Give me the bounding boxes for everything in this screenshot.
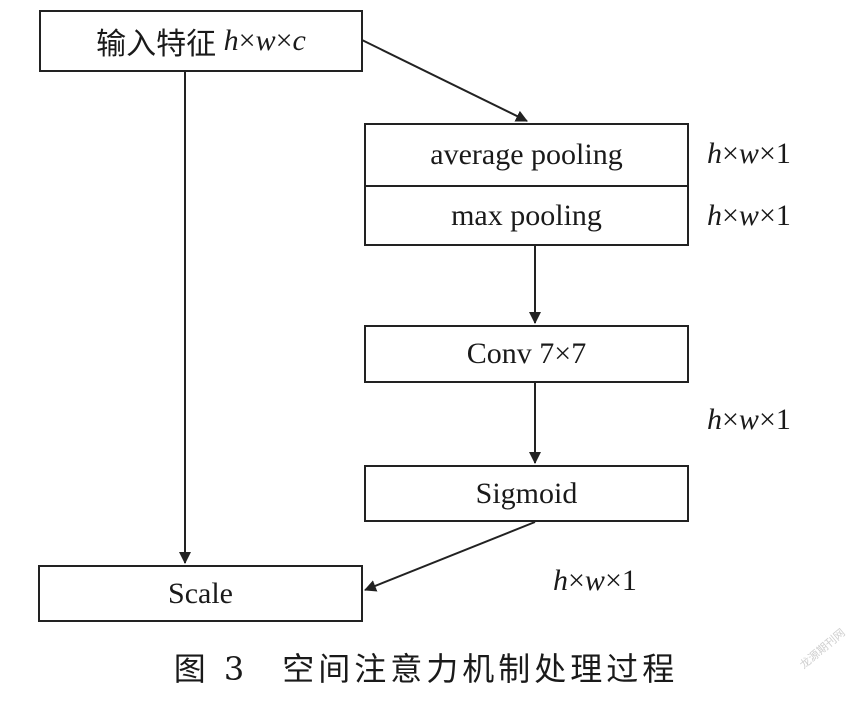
figure-number: 图 3 [173,650,249,688]
input-feature-label: 输入特征 [96,28,217,61]
dim-label-average-pooling: h×w×1 [707,137,791,170]
max-pooling-box: max pooling [364,185,689,246]
arrow-sigmoid-to-scale [364,521,536,592]
max-pooling-label: max pooling [451,198,602,232]
sigmoid-label: Sigmoid [475,476,578,510]
input-dim-times-1: × [238,24,256,57]
average-pooling-label: average pooling [430,138,623,171]
input-dim-w: w [255,24,276,57]
conv-label: Conv 7×7 [466,337,587,370]
input-dim-c: c [292,24,306,57]
scale-label: Scale [168,576,233,610]
dim-label-sigmoid-output: h×w×1 [553,564,637,597]
arrow-input-to-pooling [361,39,528,122]
sigmoid-box: Sigmoid [364,465,689,522]
average-pooling-box: average pooling [364,123,689,187]
dim-label-max-pooling: h×w×1 [707,199,791,232]
input-dim-h: h [223,24,239,57]
input-feature-box: 输入特征 h×w×c [39,10,363,72]
conv-box: Conv 7×7 [364,325,689,383]
input-dim-times-2: × [275,24,293,57]
figure-title: 空间注意力机制处理过程 [282,650,679,688]
scale-box: Scale [38,565,363,622]
figure-caption: 图 3 空间注意力机制处理过程 [0,644,852,690]
dim-label-conv-output: h×w×1 [707,403,791,436]
